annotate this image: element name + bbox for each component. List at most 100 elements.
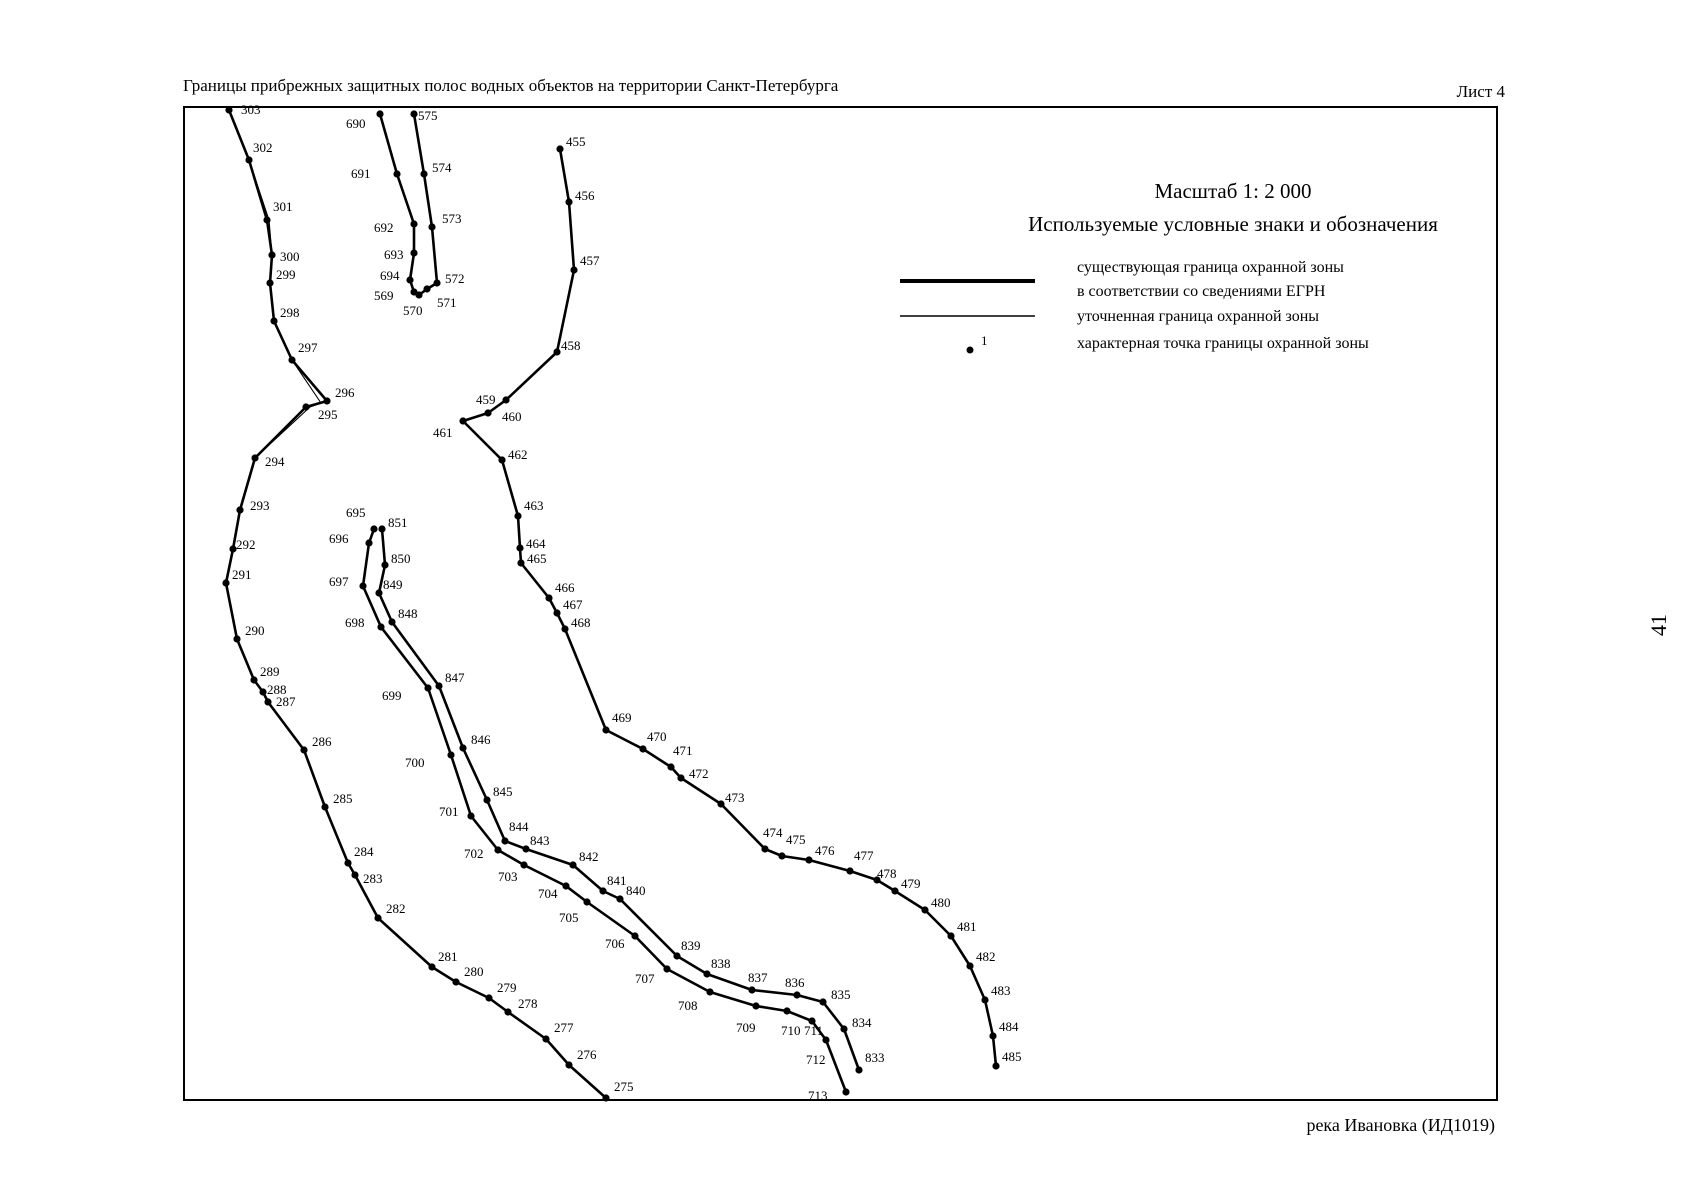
point-label-459: 459 [476,392,496,407]
boundary-point-697 [359,582,367,590]
boundary-point-290 [233,635,241,643]
point-label-291: 291 [232,567,252,582]
boundary-point-460 [484,409,492,417]
point-label-287: 287 [276,694,296,709]
boundary-point-704 [562,882,570,890]
point-label-702: 702 [464,846,484,861]
boundary-point-461 [459,417,467,425]
boundary-point-691 [393,170,401,178]
point-label-299: 299 [276,267,296,282]
boundary-point-840 [616,895,624,903]
point-label-463: 463 [524,498,544,513]
point-label-297: 297 [298,340,318,355]
point-label-834: 834 [852,1015,872,1030]
boundary-point-838 [703,970,711,978]
sheet-title: Границы прибрежных защитных полос водных… [183,76,839,95]
point-label-691: 691 [351,166,371,181]
point-label-844: 844 [509,819,529,834]
boundary-point-467 [553,609,561,617]
point-label-573: 573 [442,211,462,226]
boundary-point-291 [222,579,230,587]
point-label-286: 286 [312,734,332,749]
point-label-284: 284 [354,844,374,859]
boundary-point-484 [989,1032,997,1040]
point-label-571: 571 [437,295,457,310]
point-label-283: 283 [363,871,383,886]
point-label-839: 839 [681,938,701,953]
point-label-289: 289 [260,664,280,679]
boundary-point-572 [433,279,441,287]
boundary-line-455-485 [461,148,998,1067]
boundary-point-464 [516,544,524,552]
point-label-833: 833 [865,1050,885,1065]
point-label-708: 708 [678,998,698,1013]
boundary-point-481 [947,932,955,940]
point-label-572: 572 [445,271,465,286]
legend-item-2-line-1: уточненная граница охранной зоны [1077,308,1319,325]
boundary-point-280 [452,978,460,986]
boundary-point-698 [377,623,385,631]
boundary-point-465 [517,559,525,567]
point-label-290: 290 [245,623,265,638]
point-label-456: 456 [575,188,595,203]
point-label-473: 473 [725,790,745,805]
boundary-point-708 [706,988,714,996]
point-label-484: 484 [999,1019,1019,1034]
point-label-707: 707 [635,971,655,986]
boundary-point-295 [302,403,310,411]
point-label-713: 713 [808,1088,828,1103]
point-label-285: 285 [333,791,353,806]
boundary-point-298 [270,317,278,325]
boundary-point-713 [842,1088,850,1096]
point-label-695: 695 [346,505,366,520]
boundary-point-289 [250,676,258,684]
boundary-point-476 [805,856,813,864]
boundary-point-302 [245,156,253,164]
boundary-point-455 [556,145,564,153]
boundary-point-700 [447,751,455,759]
boundary-point-469 [602,726,610,734]
point-label-690: 690 [346,116,366,131]
boundary-point-471 [667,763,675,771]
boundary-point-463 [514,512,522,520]
boundary-point-712 [822,1036,830,1044]
point-label-575: 575 [418,108,438,123]
boundary-point-456 [565,198,573,206]
boundary-point-281 [428,963,436,971]
point-label-838: 838 [711,956,731,971]
boundary-point-483 [981,996,989,1004]
point-label-835: 835 [831,987,851,1002]
point-label-295: 295 [318,407,338,422]
boundary-point-842 [569,861,577,869]
point-label-481: 481 [957,919,977,934]
point-label-846: 846 [471,732,491,747]
point-label-705: 705 [559,910,579,925]
boundary-point-707 [663,965,671,973]
boundary-point-292 [229,545,237,553]
point-label-574: 574 [432,160,452,175]
boundary-point-284 [344,859,352,867]
boundary-point-301 [263,216,271,224]
boundary-point-833 [855,1066,863,1074]
boundary-point-711 [808,1017,816,1025]
boundary-point-695 [370,525,378,533]
point-label-693: 693 [384,247,404,262]
boundary-point-473 [717,800,725,808]
boundary-point-692 [410,220,418,228]
legend-point-marker-label: 1 [981,333,988,348]
boundary-point-705 [583,898,591,906]
legend-title: Используемые условные знаки и обозначени… [1028,212,1438,236]
boundary-point-294 [251,454,259,462]
boundary-point-834 [840,1025,848,1033]
boundary-point-573 [428,223,436,231]
boundary-point-480 [921,906,929,914]
point-label-703: 703 [498,869,518,884]
map-frame [183,106,1498,1101]
boundary-point-702 [494,846,502,854]
point-label-694: 694 [380,268,400,283]
point-label-460: 460 [502,409,522,424]
point-label-837: 837 [748,970,768,985]
boundary-point-701 [467,812,475,820]
point-label-281: 281 [438,949,458,964]
